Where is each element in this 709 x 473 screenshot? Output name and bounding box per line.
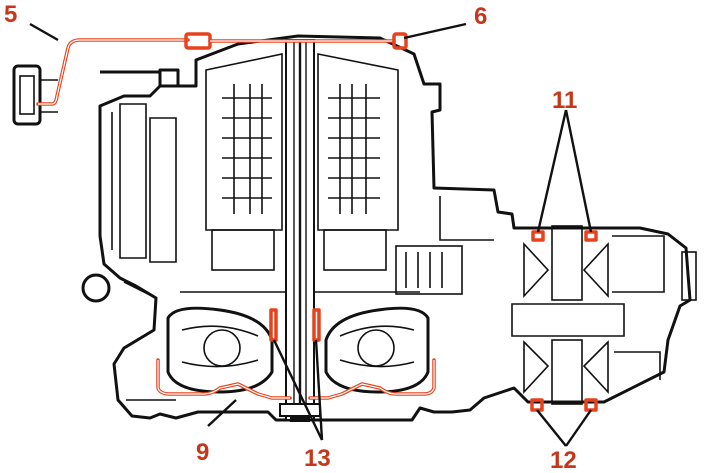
callout-13: 13	[304, 445, 331, 472]
highlighted-parts	[36, 32, 598, 412]
bearing-seal-12-left	[530, 398, 544, 412]
bearing-seal-11-left	[531, 230, 545, 242]
external-fittings	[12, 64, 180, 303]
callout-12: 12	[550, 447, 577, 473]
callout-11: 11	[552, 87, 577, 114]
callout-6: 6	[474, 3, 487, 30]
bearing-seal-11-right	[584, 230, 598, 242]
callout-labels: 5 6 11 9 13 12	[4, 1, 577, 473]
transmission-housing	[98, 34, 692, 422]
callout-9: 9	[196, 439, 209, 466]
output-differential	[511, 225, 697, 405]
shaft-seal-13-left	[269, 308, 278, 342]
leader-lines	[29, 22, 593, 447]
shaft-seal-13-right	[312, 308, 321, 342]
bearing-seal-12-right	[584, 398, 598, 412]
clutch-assembly	[180, 53, 494, 295]
callout-5: 5	[4, 1, 17, 28]
tube-end-fitting	[392, 32, 408, 50]
